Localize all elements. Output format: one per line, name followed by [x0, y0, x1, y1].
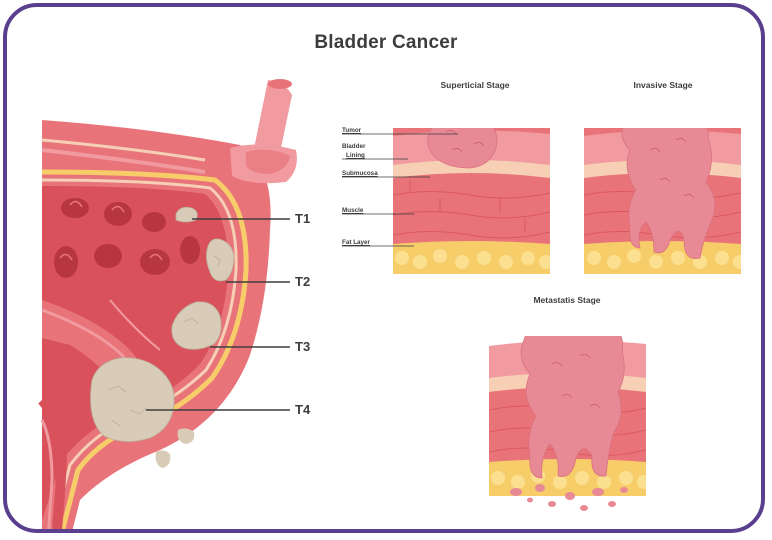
layer-label-bladder: Bladder	[342, 143, 365, 150]
t-stage-label-3: T3	[295, 339, 310, 354]
t-stage-label-4: T4	[295, 402, 310, 417]
layer-label-lining: Lining	[346, 152, 365, 159]
layer-label-fat: Fat Layer	[342, 239, 370, 246]
panel-invasive	[584, 101, 747, 274]
tumor-superficial	[428, 114, 497, 168]
layer-label-muscle: Muscle	[342, 207, 363, 214]
stage-title-superficial: Superticial Stage	[420, 80, 530, 90]
metastasis-fragment	[156, 450, 171, 468]
page-title: Bladder Cancer	[0, 32, 772, 54]
t-stage-label-1: T1	[295, 211, 310, 226]
stage-title-metastatic: Metastatis Stage	[512, 295, 622, 305]
panel-metastatic	[489, 313, 651, 496]
tumor-t1	[176, 207, 197, 222]
layer-label-submucosa: Submucosa	[342, 170, 378, 177]
bladder-cross-section	[42, 79, 297, 540]
stage-title-invasive: Invasive Stage	[608, 80, 718, 90]
panel-superficial	[393, 114, 553, 274]
layer-label-tumor: Tumor	[342, 127, 361, 134]
t-stage-label-2: T2	[295, 274, 310, 289]
metastasis-fragment	[178, 428, 195, 444]
tumor-metastatic	[521, 313, 624, 478]
